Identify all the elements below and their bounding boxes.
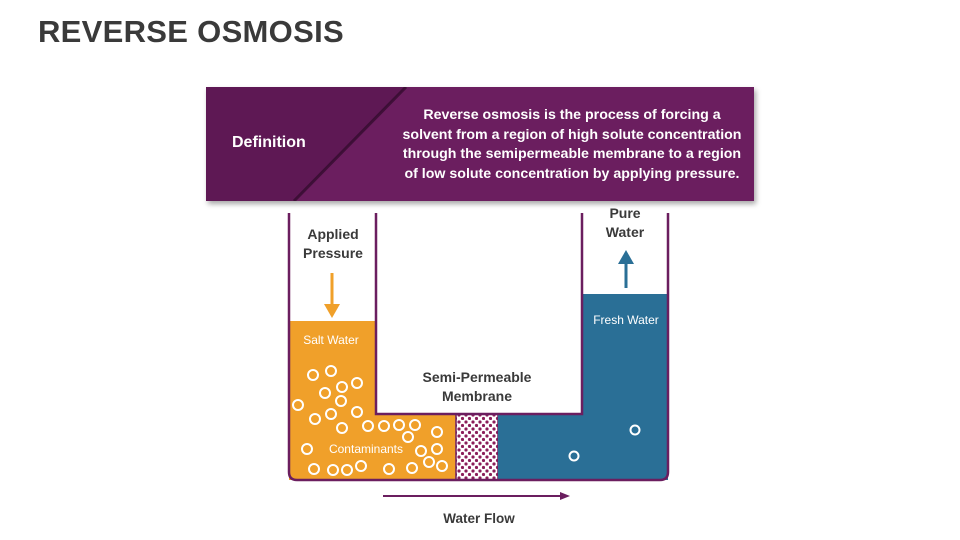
applied-pressure-label-2: Pressure: [303, 245, 363, 261]
pure-water-label-2: Water: [606, 224, 645, 240]
u-tube-container: [287, 213, 670, 482]
pure-water-label-1: Pure: [609, 205, 640, 221]
salt-water-region: [289, 321, 456, 480]
page-title: REVERSE OSMOSIS: [38, 14, 344, 49]
water-flow-label: Water Flow: [443, 511, 515, 526]
fresh-water-particles: [568, 424, 641, 462]
fresh-water-label: Fresh Water: [593, 313, 659, 327]
water-flow-arrow: [383, 492, 570, 500]
applied-pressure-arrow: [324, 273, 340, 318]
pure-water-arrow: [618, 250, 634, 288]
contaminant-particles: [292, 365, 448, 476]
applied-pressure-label-1: Applied: [307, 226, 358, 242]
banner-background: [206, 87, 754, 201]
salt-water-label: Salt Water: [303, 333, 359, 347]
contaminants-label: Contaminants: [329, 442, 403, 456]
definition-label: Definition: [232, 134, 306, 151]
definition-banner: Definition Reverse osmosis is the proces…: [206, 87, 754, 201]
membrane-label-1: Semi-Permeable: [423, 369, 532, 385]
definition-text: Reverse osmosis is the process of forcin…: [402, 107, 742, 182]
membrane-label-2: Membrane: [442, 388, 512, 404]
